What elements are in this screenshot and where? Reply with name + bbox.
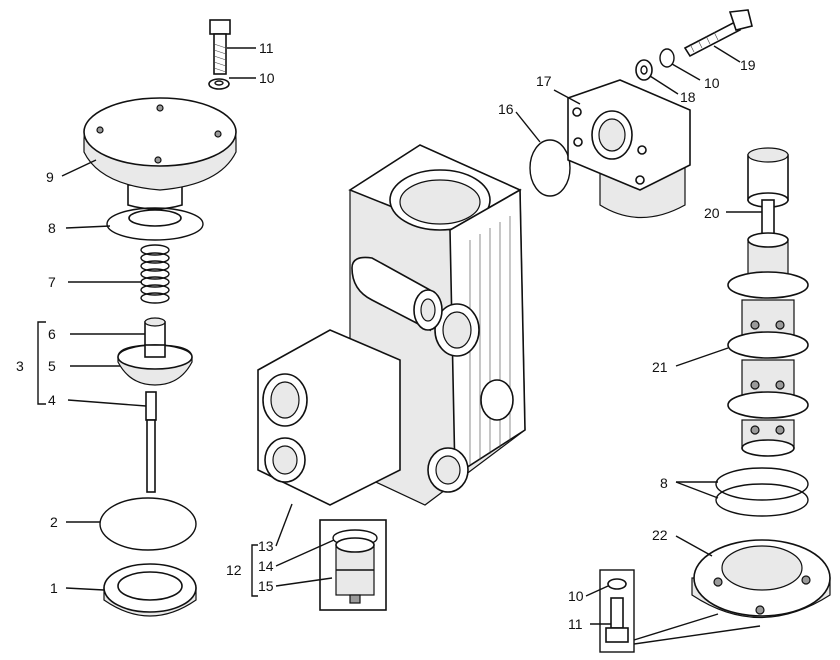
callout-21: 21 (652, 359, 668, 375)
callout-8-left: 8 (48, 220, 56, 236)
bolt-11-washer-10-bottom (599, 569, 635, 653)
spring-7 (140, 244, 170, 304)
callout-14: 14 (258, 558, 274, 574)
callout-10-bottom: 10 (568, 588, 584, 604)
bolt-11-top (209, 19, 231, 75)
callout-10-right: 10 (704, 75, 720, 91)
flange-17 (567, 79, 691, 219)
callout-13: 13 (258, 538, 274, 554)
washer-18 (635, 59, 653, 81)
spool-21 (727, 232, 809, 457)
valve-5-6 (117, 317, 193, 386)
callout-22: 22 (652, 527, 668, 543)
callout-11-top: 11 (259, 40, 274, 56)
ring-2 (99, 497, 197, 551)
callout-6: 6 (48, 326, 56, 342)
callout-3: 3 (16, 358, 24, 374)
o-ring-8-left (106, 207, 204, 241)
callout-20: 20 (704, 205, 720, 221)
washer-1 (103, 563, 197, 617)
callout-9: 9 (46, 169, 54, 185)
callout-labels: 11 10 9 8 7 6 3 5 4 2 1 12 13 14 15 16 1… (16, 40, 756, 632)
callout-8-right: 8 (660, 475, 668, 491)
callout-15: 15 (258, 578, 274, 594)
callout-4: 4 (48, 392, 56, 408)
callout-10-top: 10 (259, 70, 275, 86)
callout-19: 19 (740, 57, 756, 73)
valve-housing (257, 144, 526, 506)
cover-9 (83, 97, 237, 210)
bolt-19 (683, 9, 753, 58)
callout-16: 16 (498, 101, 514, 117)
washer-10-top (208, 78, 230, 90)
callout-17: 17 (536, 73, 552, 89)
leader-lines (37, 45, 762, 645)
callout-12: 12 (226, 562, 242, 578)
callout-11-bottom: 11 (568, 616, 583, 632)
callout-2: 2 (50, 514, 58, 530)
callout-18: 18 (680, 89, 696, 105)
callout-7: 7 (48, 274, 56, 290)
o-rings-8-right (715, 467, 809, 517)
cover-22 (691, 539, 831, 618)
o-ring-16 (529, 139, 571, 197)
callout-5: 5 (48, 358, 56, 374)
sleeve-12-15 (319, 519, 387, 611)
pin-4 (145, 391, 157, 493)
spool-20 (747, 147, 789, 246)
callout-1: 1 (50, 580, 58, 596)
lock-washer-10-right (659, 48, 675, 68)
